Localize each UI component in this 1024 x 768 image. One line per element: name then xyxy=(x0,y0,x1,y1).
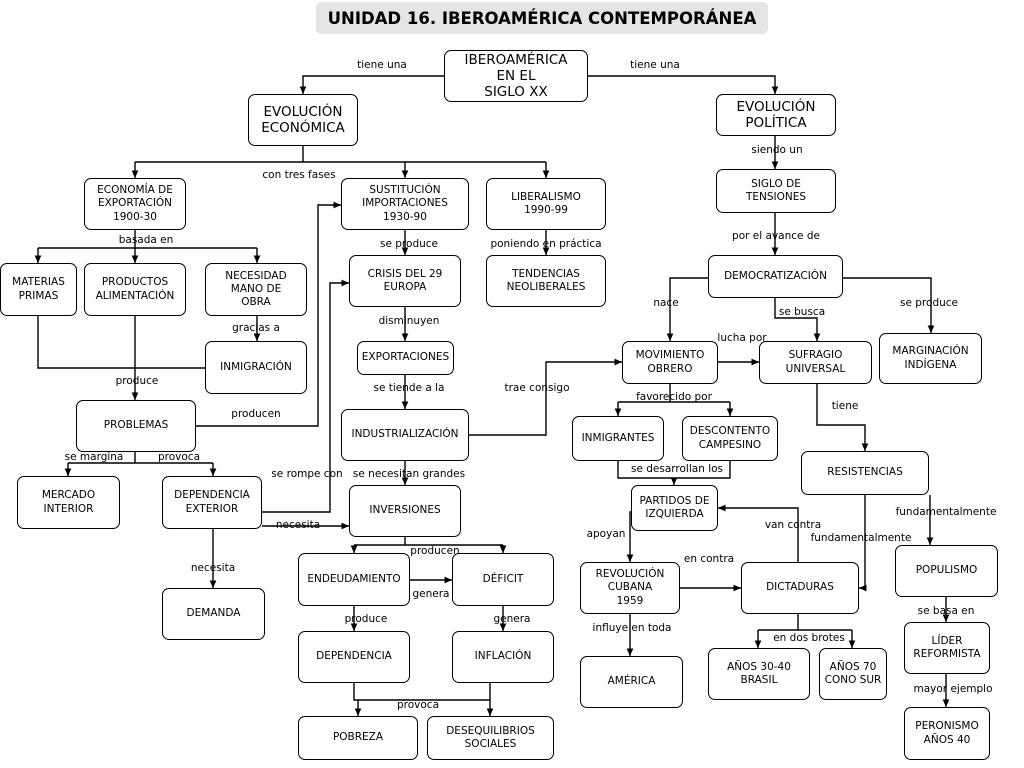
node-dictaduras: DICTADURAS xyxy=(741,562,859,614)
link-label: basada en xyxy=(118,234,174,246)
link-label: producen xyxy=(410,545,460,557)
node-partidos-izquierda: PARTIDOS DE IZQUIERDA xyxy=(631,485,718,531)
node-evolucion-economica: EVOLUCIÓN ECONÓMICA xyxy=(248,94,358,146)
link-label: se rompe con xyxy=(271,468,343,480)
link-label: tiene una xyxy=(630,59,680,71)
link-label: tiene xyxy=(831,400,859,412)
node-demanda: DEMANDA xyxy=(162,588,265,640)
node-tendencias-neoliberales: TENDENCIAS NEOLIBERALES xyxy=(486,255,606,307)
node-productos-alimentacion: PRODUCTOS ALIMENTACIÓN xyxy=(84,263,186,316)
link-label: se produce xyxy=(900,297,958,309)
link-label: disminuyen xyxy=(378,315,440,327)
link-label: mayor ejemplo xyxy=(913,683,993,695)
node-dependencia-exterior: DEPENDENCIA EXTERIOR xyxy=(162,476,262,529)
node-pobreza: POBREZA xyxy=(298,716,418,760)
link-label: se necesitan grandes xyxy=(352,468,466,480)
node-inmigrantes: INMIGRANTES xyxy=(572,416,664,461)
node-problemas: PROBLEMAS xyxy=(76,400,196,452)
node-peronismo: PERONISMO AÑOS 40 xyxy=(904,707,990,760)
link-label: necesita xyxy=(275,519,321,531)
link-label: se basa en xyxy=(917,605,975,617)
node-inversiones: INVERSIONES xyxy=(349,485,461,537)
node-desequilibrios-sociales: DESEQUILIBRIOS SOCIALES xyxy=(427,716,554,760)
node-siglo-tensiones: SIGLO DE TENSIONES xyxy=(716,169,836,213)
link-label: provoca xyxy=(157,451,201,463)
link-label: nace xyxy=(653,297,679,309)
link-label: se margina xyxy=(64,451,124,463)
node-liberalismo: LIBERALISMO 1990-99 xyxy=(486,178,606,230)
node-resistencias: RESISTENCIAS xyxy=(801,451,929,495)
link-label: produce xyxy=(115,375,159,387)
link-label: van contra xyxy=(764,519,822,531)
node-sustitucion-importaciones: SUSTITUCIÓN IMPORTACIONES 1930-90 xyxy=(341,178,469,230)
node-iberoamerica: IBEROAMÉRICA EN EL SIGLO XX xyxy=(444,50,588,102)
node-deficit: DÉFICIT xyxy=(452,553,554,606)
node-exportaciones: EXPORTACIONES xyxy=(357,341,454,375)
link-label: trae consigo xyxy=(504,382,570,394)
node-lider-reformista: LÍDER REFORMISTA xyxy=(904,622,990,674)
node-anos-70: AÑOS 70 CONO SUR xyxy=(819,648,887,700)
link-label: necesita xyxy=(190,562,236,574)
link-label: en contra xyxy=(683,553,735,565)
link-label: con tres fases xyxy=(262,169,336,181)
link-label: se desarrollan los xyxy=(630,463,724,475)
link-label: produce xyxy=(344,613,388,625)
node-revolucion-cubana: REVOLUCIÓN CUBANA 1959 xyxy=(580,562,680,614)
page-title: UNIDAD 16. IBEROAMÉRICA CONTEMPORÁNEA xyxy=(316,2,768,34)
link-label: apoyan xyxy=(586,528,626,540)
node-populismo: POPULISMO xyxy=(895,545,998,597)
node-inflacion: INFLACIÓN xyxy=(452,631,554,683)
link-label: fundamentalmente xyxy=(895,506,997,518)
node-necesidad-mano-obra: NECESIDAD MANO DE OBRA xyxy=(205,263,307,316)
link-label: en dos brotes xyxy=(773,632,845,644)
link-label: favorecido por xyxy=(636,391,712,403)
node-industrializacion: INDUSTRIALIZACIÓN xyxy=(341,409,469,461)
node-america: AMÉRICA xyxy=(580,656,683,708)
link-label: producen xyxy=(231,408,281,420)
link-label: siendo un xyxy=(751,144,803,156)
link-label: tiene una xyxy=(357,59,407,71)
link-label: genera xyxy=(493,613,531,625)
link-label: se busca xyxy=(778,306,826,318)
link-label: poniendo en práctica xyxy=(490,238,602,250)
node-endeudamiento: ENDEUDAMIENTO xyxy=(298,553,410,606)
node-dependencia: DEPENDENCIA xyxy=(298,631,410,683)
node-marginacion-indigena: MARGINACIÓN INDÍGENA xyxy=(879,333,982,384)
link-label: por el avance de xyxy=(732,230,820,242)
node-mercado-interior: MERCADO INTERIOR xyxy=(17,476,120,529)
node-movimiento-obrero: MOVIMIENTO OBRERO xyxy=(622,341,718,384)
link-label: gracias a xyxy=(232,322,280,334)
node-democratizacion: DEMOCRATIZACIÓN xyxy=(708,255,843,298)
node-materias-primas: MATERIAS PRIMAS xyxy=(0,263,77,316)
link-label: fundamentalmente xyxy=(810,532,912,544)
node-economia-exportacion: ECONOMÍA DE EXPORTACIÓN 1900-30 xyxy=(84,178,186,230)
node-evolucion-politica: EVOLUCIÓN POLÍTICA xyxy=(716,94,836,136)
node-crisis-29: CRISIS DEL 29 EUROPA xyxy=(349,255,461,307)
link-label: se tiende a la xyxy=(373,382,445,394)
link-label: genera xyxy=(412,588,450,600)
link-label: se produce xyxy=(380,238,438,250)
link-label: influye en toda xyxy=(592,622,672,634)
link-label: provoca xyxy=(396,699,440,711)
node-inmigracion: INMIGRACIÓN xyxy=(205,341,307,394)
node-descontento-campesino: DESCONTENTO CAMPESINO xyxy=(682,416,778,461)
link-label: lucha por xyxy=(717,332,767,344)
node-anos-30-40: AÑOS 30-40 BRASIL xyxy=(708,648,810,700)
node-sufragio-universal: SUFRAGIO UNIVERSAL xyxy=(759,341,872,384)
